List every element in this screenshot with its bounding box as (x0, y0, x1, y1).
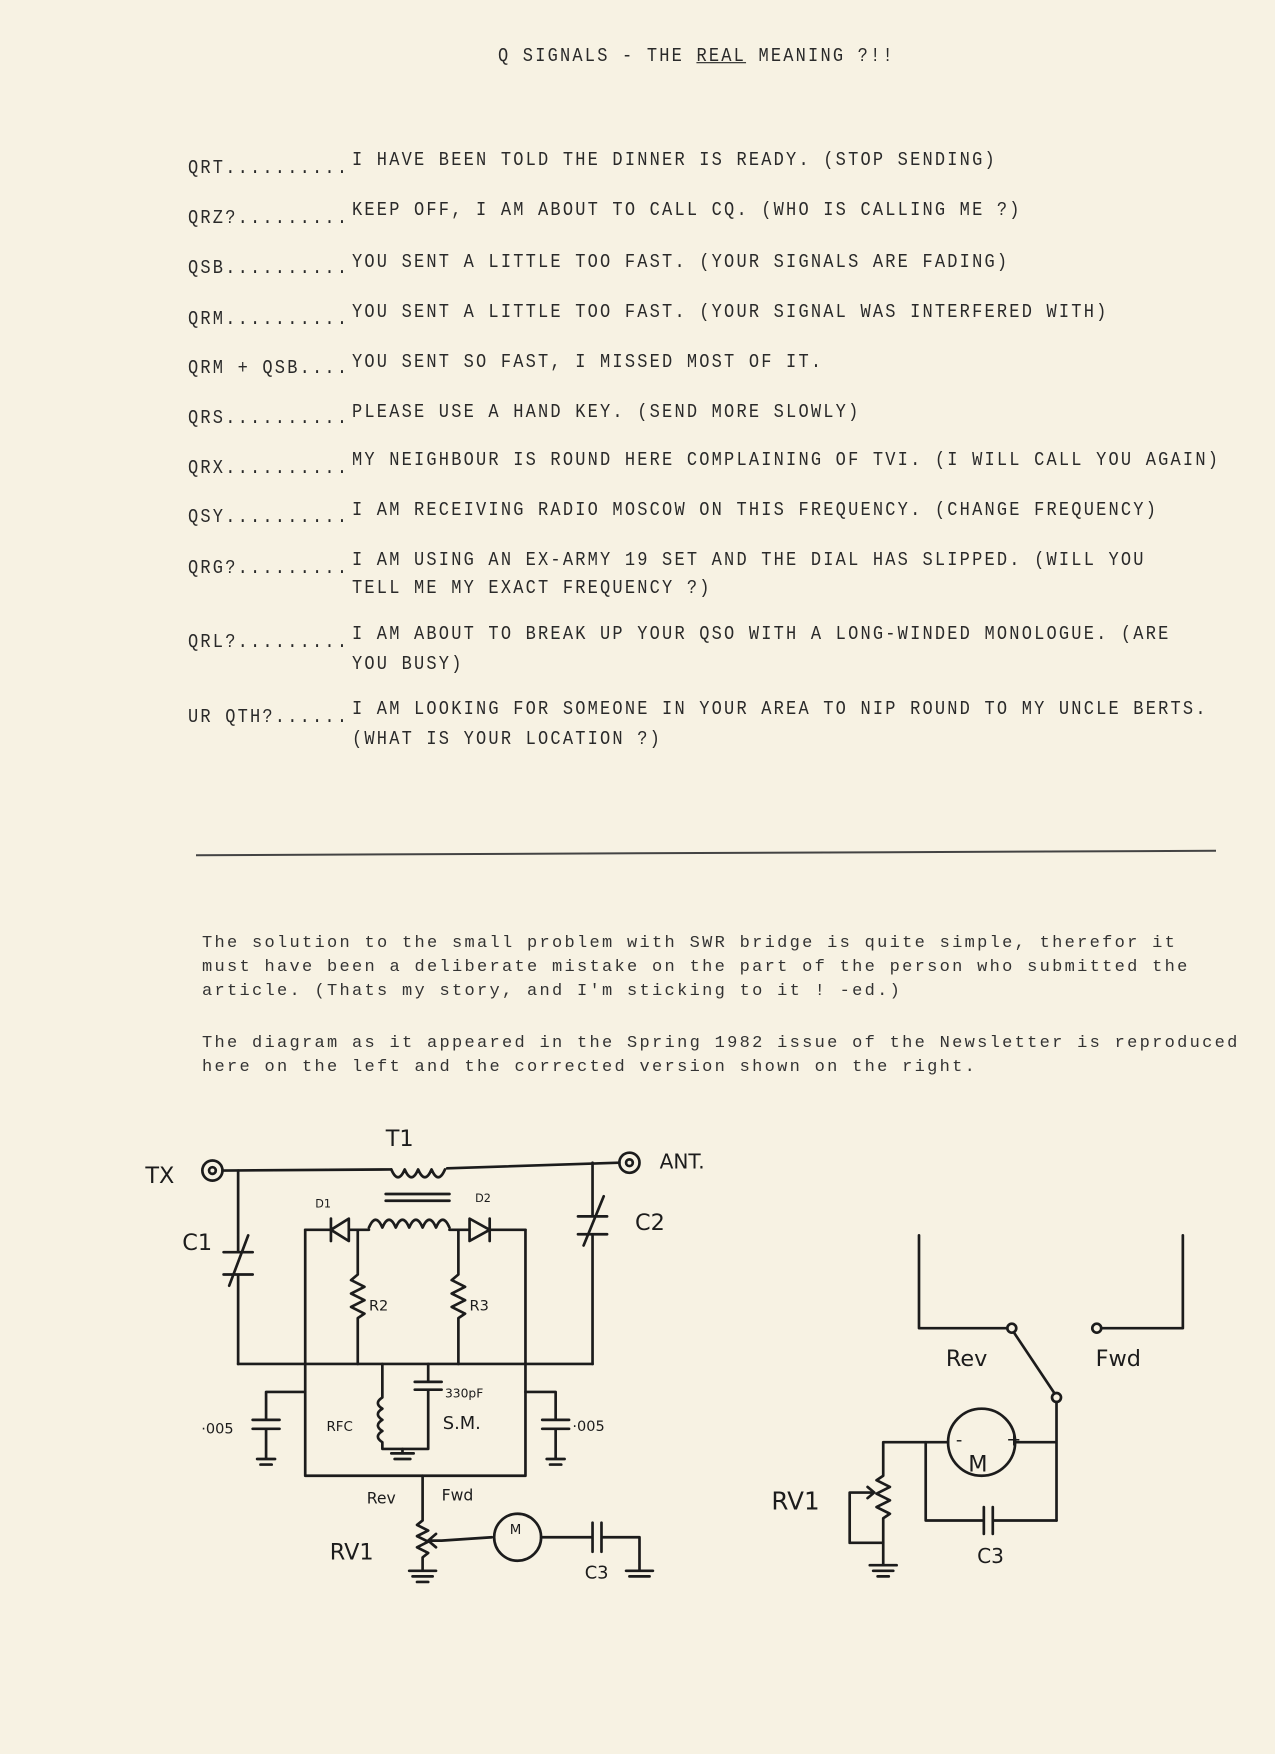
d1-label: D1 (315, 1197, 331, 1210)
title-text-end: MEANING ?!! (746, 46, 895, 68)
original-swr-bridge-diagram: TX T1 ANT. C1 C2 D1 D2 R2 R3 ·005 RFC 33… (144, 1126, 704, 1584)
rv1-label: RV1 (330, 1540, 374, 1566)
title-emphasis: REAL (696, 46, 747, 68)
fwd-label: Fwd (442, 1485, 474, 1504)
q-code: QRX.......... (188, 458, 350, 480)
q-meaning: YOU SENT A LITTLE TOO FAST. (YOUR SIGNAL… (352, 302, 1109, 324)
q-meaning-continued: TELL ME MY EXACT FREQUENCY ?) (352, 578, 712, 600)
paragraph-line: here on the left and the corrected versi… (202, 1058, 978, 1077)
q-meaning: YOU SENT SO FAST, I MISSED MOST OF IT. (352, 352, 824, 374)
d2-label: D2 (475, 1192, 491, 1205)
paragraph-line: must have been a deliberate mistake on t… (202, 958, 1190, 977)
q-meaning: I AM RECEIVING RADIO MOSCOW ON THIS FREQ… (352, 500, 1159, 522)
rev-label: Rev (946, 1346, 988, 1372)
corrected-swr-bridge-diagram: Rev Fwd M - + RV1 C3 (771, 1234, 1185, 1578)
q-meaning: I AM ABOUT TO BREAK UP YOUR QSO WITH A L… (352, 624, 1171, 646)
meter-label: M (968, 1451, 987, 1477)
q-code: UR QTH?...... (188, 707, 350, 729)
q-meaning: PLEASE USE A HAND KEY. (SEND MORE SLOWLY… (352, 402, 861, 424)
q-code: QRM.......... (188, 309, 350, 331)
cap-left-label: ·005 (201, 1421, 233, 1437)
q-meaning: I HAVE BEEN TOLD THE DINNER IS READY. (S… (352, 150, 997, 172)
q-meaning: MY NEIGHBOUR IS ROUND HERE COMPLAINING O… (352, 450, 1221, 472)
q-code: QSB.......... (188, 258, 350, 280)
q-code: QRS.......... (188, 408, 350, 430)
r3-label: R3 (470, 1298, 489, 1314)
q-code: QRG?......... (188, 558, 350, 580)
q-code: QRZ?......... (188, 208, 350, 230)
q-meaning-continued: (WHAT IS YOUR LOCATION ?) (352, 729, 663, 751)
c1-label: C1 (182, 1230, 212, 1256)
q-meaning: YOU SENT A LITTLE TOO FAST. (YOUR SIGNAL… (352, 252, 1010, 274)
sm-label: S.M. (443, 1413, 481, 1434)
title-text: Q SIGNALS - THE (498, 46, 697, 68)
tx-label: TX (144, 1163, 174, 1189)
rfc-label: RFC (326, 1420, 352, 1435)
c3-label: C3 (977, 1544, 1004, 1568)
c3-label: C3 (585, 1563, 609, 1584)
fwd-label: Fwd (1096, 1346, 1141, 1372)
diagram-note: The diagram as it appeared in the Spring… (202, 1032, 1240, 1080)
q-code: QSY.......... (188, 507, 350, 529)
minus-label: - (956, 1430, 962, 1451)
editor-note: The solution to the small problem with S… (202, 932, 1190, 1004)
paragraph-line: The diagram as it appeared in the Spring… (202, 1034, 1240, 1053)
rev-label: Rev (367, 1489, 396, 1508)
q-code: QRL?......... (188, 632, 350, 654)
q-meaning: I AM USING AN EX-ARMY 19 SET AND THE DIA… (352, 550, 1146, 572)
q-code: QRM + QSB.... (188, 358, 350, 380)
q-meaning-continued: YOU BUSY) (352, 654, 464, 676)
r2-label: R2 (369, 1298, 388, 1314)
q-code: QRT.......... (188, 158, 350, 180)
page-title: Q SIGNALS - THE REAL MEANING ?!! (498, 46, 895, 68)
plus-label: + (1006, 1430, 1021, 1451)
q-meaning: I AM LOOKING FOR SOMEONE IN YOUR AREA TO… (352, 699, 1208, 721)
rv1-label: RV1 (771, 1486, 819, 1515)
meter-label: M (510, 1523, 522, 1538)
t1-label: T1 (385, 1126, 414, 1152)
ant-label: ANT. (660, 1149, 705, 1173)
paragraph-line: article. (Thats my story, and I'm sticki… (202, 982, 903, 1001)
c2-label: C2 (635, 1210, 665, 1236)
q-meaning: KEEP OFF, I AM ABOUT TO CALL CQ. (WHO IS… (352, 200, 1022, 222)
cap-right-label: ·005 (572, 1419, 604, 1435)
cap-330pf-label: 330pF (445, 1387, 483, 1401)
paragraph-line: The solution to the small problem with S… (202, 934, 1178, 953)
